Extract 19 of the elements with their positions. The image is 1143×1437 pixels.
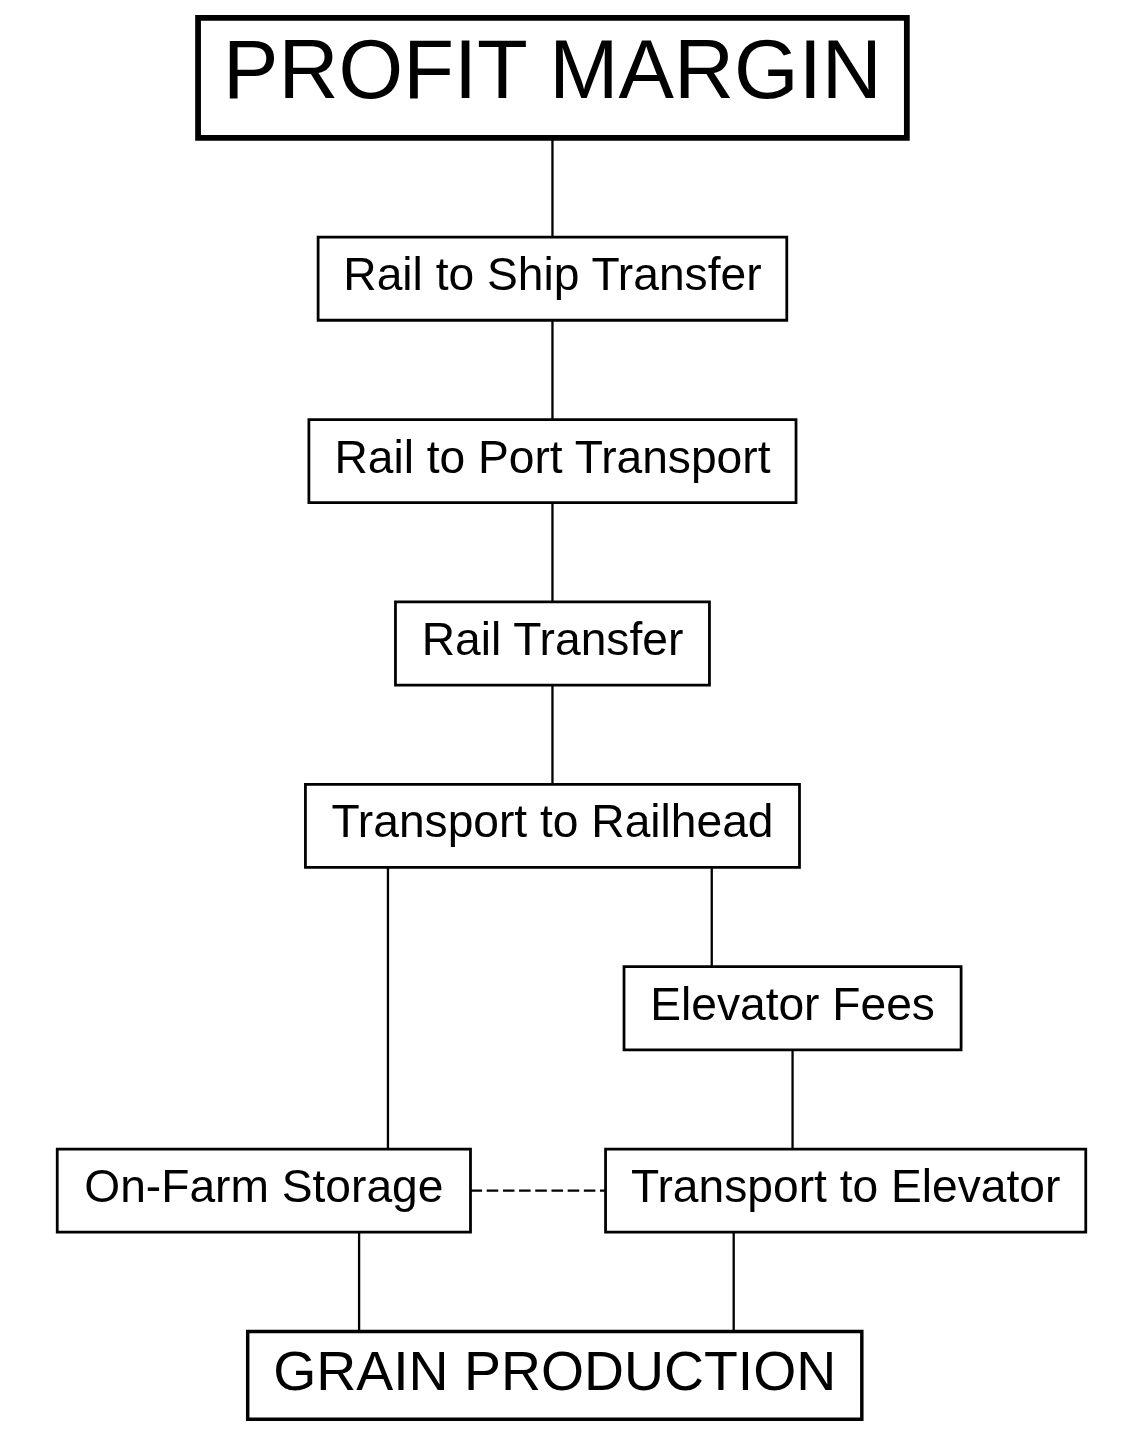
node-box: Rail to Port Transport — [307, 418, 798, 505]
connector — [732, 1232, 735, 1331]
connector — [357, 1232, 361, 1331]
connector — [470, 1189, 605, 1192]
connector — [791, 1050, 794, 1149]
node-box: Elevator Fees — [622, 965, 963, 1052]
connector — [710, 868, 713, 967]
node-box: On-Farm Storage — [55, 1147, 472, 1234]
node-box: Rail Transfer — [394, 600, 711, 687]
node-box: Rail to Ship Transfer — [316, 235, 789, 322]
node-box: Transport to Railhead — [304, 782, 801, 869]
node-box: Transport to Elevator — [604, 1147, 1088, 1234]
connector — [551, 321, 554, 419]
node-box: GRAIN PRODUCTION — [245, 1329, 864, 1421]
connector — [551, 138, 554, 237]
connector — [551, 503, 554, 602]
node-box: PROFIT MARGIN — [195, 14, 910, 141]
connector — [386, 867, 390, 1149]
connector — [551, 685, 554, 784]
